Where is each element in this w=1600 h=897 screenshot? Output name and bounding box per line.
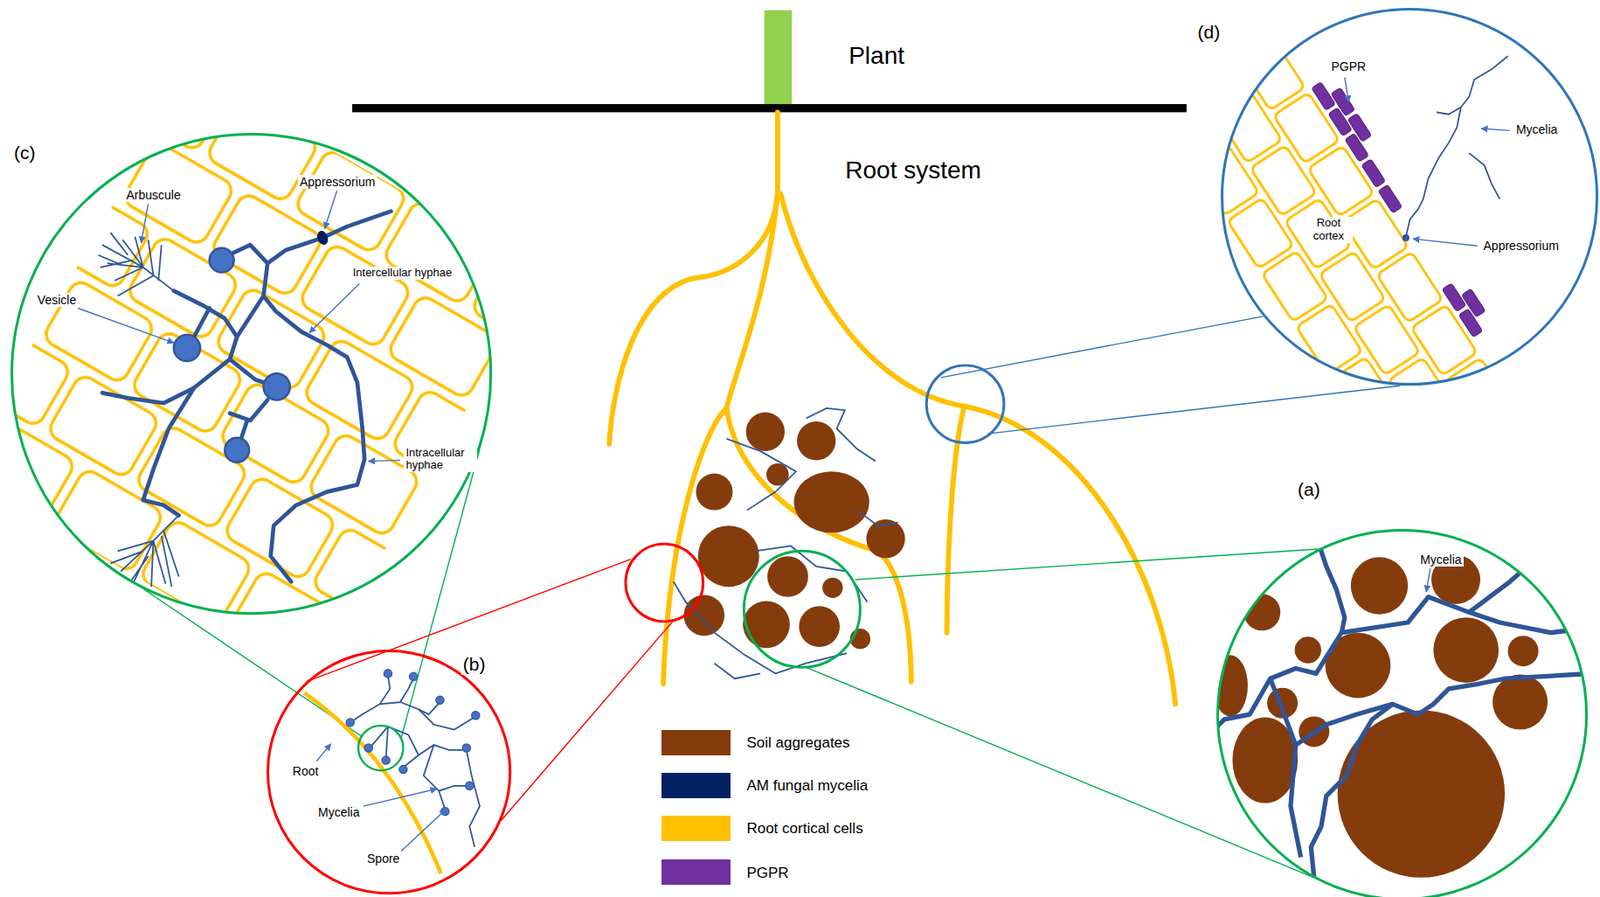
heading-label: Plant <box>846 41 907 70</box>
zoom-marker <box>625 543 704 622</box>
callout-label: Intercellular hyphae <box>351 266 454 280</box>
zoom-circle-outline <box>10 132 492 615</box>
zoom-circle: (b) RootMyceliaSpore <box>266 649 512 894</box>
panel-letter: (d) <box>1196 21 1223 43</box>
legend-swatch <box>661 815 731 841</box>
zoom-circle: (c) AppressoriumArbusculeIntercellular hy… <box>10 132 492 615</box>
cortex-cells-c <box>0 69 545 678</box>
zoom-circle-ring <box>267 650 510 893</box>
callout-label: Mycelia <box>316 804 361 819</box>
zoom-marker <box>743 550 860 667</box>
legend-swatch <box>661 858 731 885</box>
soil-aggregates <box>683 412 905 650</box>
ground-line <box>352 103 1187 112</box>
callout-label: Mycelia <box>1514 122 1559 137</box>
leader-arrows-b <box>316 743 446 852</box>
zoom-circle-outline <box>1216 528 1588 897</box>
panel-letter: (a) <box>1295 478 1323 500</box>
legend-swatch <box>661 729 731 755</box>
zoom-circle: (d)PGPRMyceliaRoot cortexAppressorium <box>1220 7 1599 386</box>
zoom-marker <box>926 365 1005 444</box>
root-system <box>609 111 1176 704</box>
callout-label: Appressorium <box>297 174 377 189</box>
legend-swatch <box>661 772 731 798</box>
callout-label: Spore <box>365 851 402 866</box>
zoom-circle-ring <box>1217 529 1587 897</box>
panel-letter: (c) <box>12 142 38 164</box>
legend-text: PGPR <box>744 864 790 882</box>
callout-label: Arbuscule <box>124 187 182 202</box>
soil-mycelia <box>673 408 899 679</box>
callout-label: Vesicle <box>35 292 78 307</box>
panel-letter: (b) <box>461 653 488 675</box>
callout-label: Root cortex <box>1303 216 1353 243</box>
root-cortex-d <box>1165 40 1532 476</box>
heading-label: Root system <box>843 156 984 185</box>
callout-label: Appressorium <box>1482 238 1561 253</box>
leader-arrows-d <box>1344 77 1510 247</box>
callout-label: Mycelia <box>1418 552 1463 567</box>
callout-label: Root <box>290 763 321 778</box>
root-spores-b <box>304 669 480 873</box>
legend-text: Root cortical cells <box>744 819 865 838</box>
leader-arrows-a <box>1426 567 1431 592</box>
callout-label: Intracellular hyphae <box>403 446 478 473</box>
zoom-circle-ring <box>11 133 491 613</box>
zoom-circle: (a)Mycelia <box>1216 528 1588 897</box>
callout-label: PGPR <box>1329 59 1369 74</box>
plant-stem <box>764 10 793 104</box>
zoom-circle-ring <box>1221 9 1597 385</box>
zoom-circle-outline <box>1220 7 1599 386</box>
legend-text: AM fungal mycelia <box>744 776 870 795</box>
legend-text: Soil aggregates <box>744 734 852 752</box>
leader-arrows-c <box>77 190 401 461</box>
